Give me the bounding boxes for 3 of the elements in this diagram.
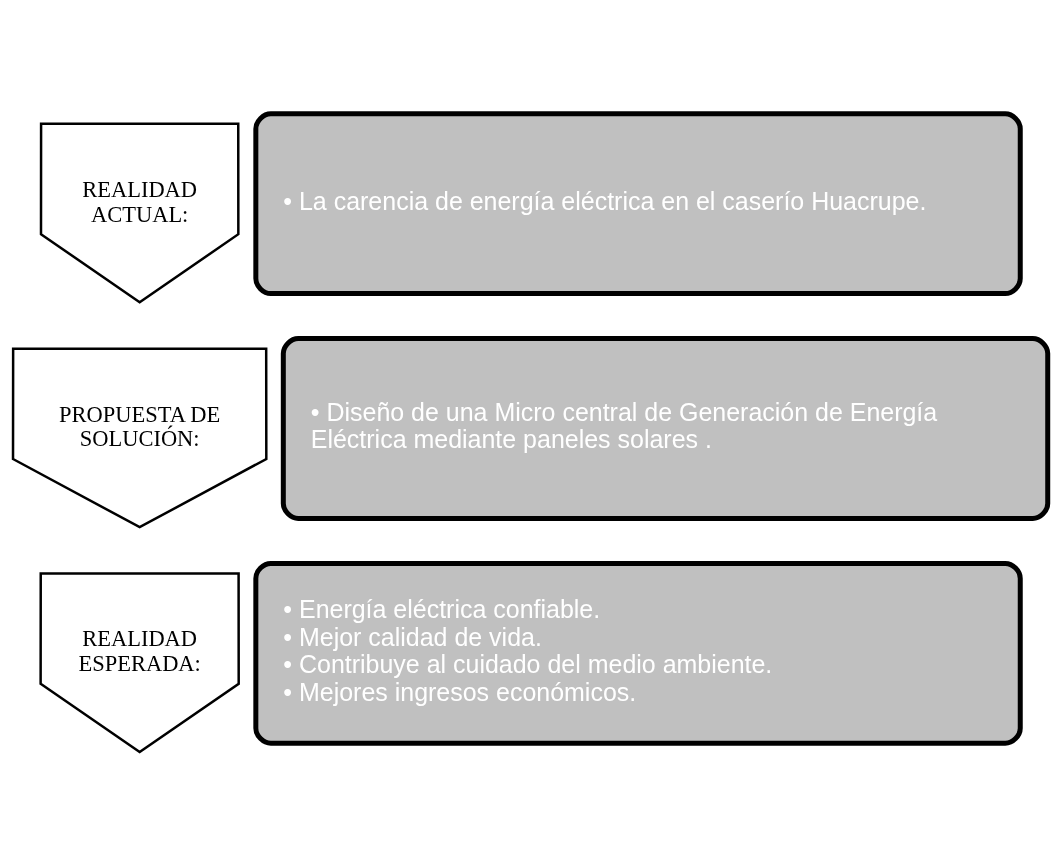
node-box: • Energía eléctrica confiable. • Mejor calidad de vida. • Contribuye al cuidado del medio ambiente. • Mejores ingresos económicos.: [253, 560, 1023, 746]
node-box: • La carencia de energía eléctrica en el caserío Huacrupe.: [253, 111, 1023, 297]
node-box: • Diseño de una Micro central de Generación de Energía Eléctrica mediante paneles solares .: [280, 336, 1051, 521]
